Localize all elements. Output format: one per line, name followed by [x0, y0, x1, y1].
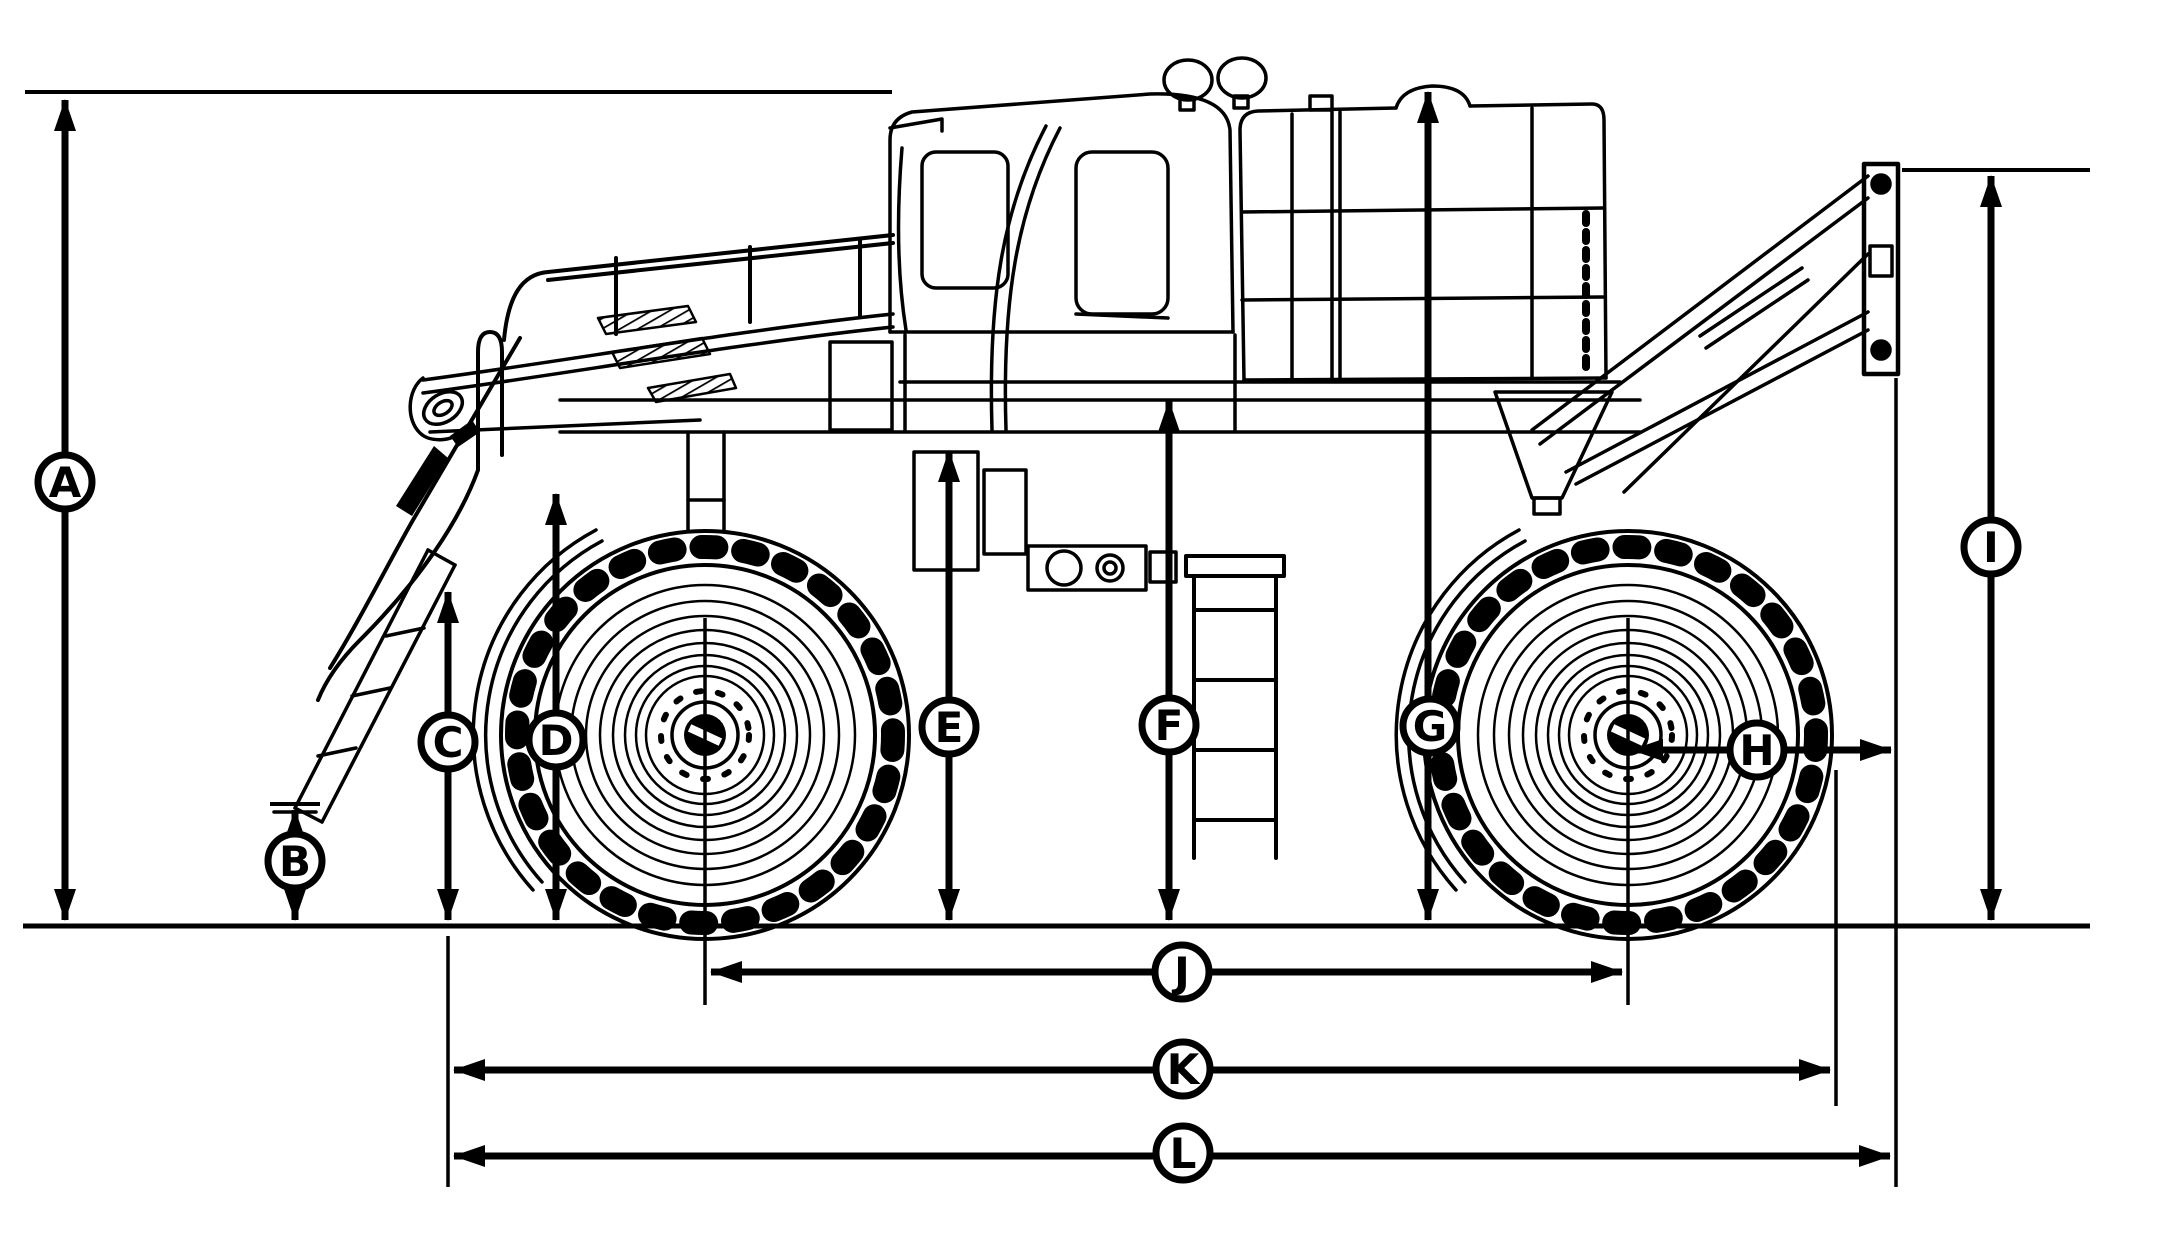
callout-L: L: [1152, 1122, 1214, 1184]
callout-H-circle: [1726, 719, 1788, 781]
callout-K-circle: [1152, 1038, 1214, 1100]
tank-sump: [1493, 390, 1614, 500]
callout-L-circle: [1152, 1122, 1214, 1184]
dimension-K: [446, 770, 1838, 1187]
callout-F-letter: F: [1155, 701, 1184, 750]
callout-B-letter: B: [279, 837, 311, 886]
callout-F: F: [1138, 694, 1200, 756]
grip-pad: [646, 372, 738, 404]
callout-H: H: [1726, 719, 1788, 781]
callout-H-letter: H: [1739, 726, 1774, 775]
callout-L-letter: L: [1170, 1129, 1197, 1178]
boom-mast: [1861, 161, 1901, 377]
callout-D-letter: D: [539, 716, 574, 765]
callout-E: E: [918, 696, 980, 758]
chassis-frame: [558, 333, 1642, 562]
callout-B: B: [264, 830, 326, 892]
callout-J-letter: J: [1171, 948, 1190, 997]
front-steps: [272, 330, 522, 824]
grip-pad: [596, 304, 698, 336]
beacon-light: [1216, 56, 1268, 100]
callout-C: C: [417, 711, 479, 773]
callout-A: A: [34, 451, 96, 513]
cab-window: [920, 150, 1010, 290]
callout-F-circle: [1138, 694, 1200, 756]
callout-K: K: [1152, 1038, 1214, 1100]
callout-E-letter: E: [935, 703, 964, 752]
callout-C-circle: [417, 711, 479, 773]
callout-D: D: [525, 709, 587, 771]
tank-filler-lid: [1394, 84, 1472, 110]
callout-J-circle: [1151, 941, 1213, 1003]
callout-G: G: [1399, 695, 1461, 757]
access-ladder: [1184, 554, 1286, 860]
callout-I-circle: [1960, 516, 2022, 578]
callout-E-circle: [918, 696, 980, 758]
cab: [888, 56, 1268, 432]
callout-I: I: [1960, 516, 2022, 578]
callout-I-letter: I: [1983, 523, 1999, 572]
beacon-light: [1162, 58, 1214, 102]
sprayer-illustration: [272, 56, 1901, 939]
callout-A-letter: A: [49, 458, 82, 507]
plumbing: [912, 450, 1178, 592]
cab-door: [1074, 150, 1170, 316]
callout-K-letter: K: [1167, 1045, 1201, 1094]
callout-C-letter: C: [433, 718, 464, 767]
callout-B-circle: [264, 830, 326, 892]
hood-handrail: [502, 233, 895, 342]
callout-A-circle: [34, 451, 96, 513]
callout-J: J: [1151, 941, 1213, 1003]
callout-D-circle: [525, 709, 587, 771]
hose: [989, 124, 1048, 432]
front-bracket: [396, 446, 448, 516]
hose: [1003, 126, 1062, 432]
callout-G-circle: [1399, 695, 1461, 757]
grip-pad: [610, 336, 712, 370]
callout-G-letter: G: [1413, 702, 1447, 751]
boom-lift-arms: [1530, 174, 1870, 494]
